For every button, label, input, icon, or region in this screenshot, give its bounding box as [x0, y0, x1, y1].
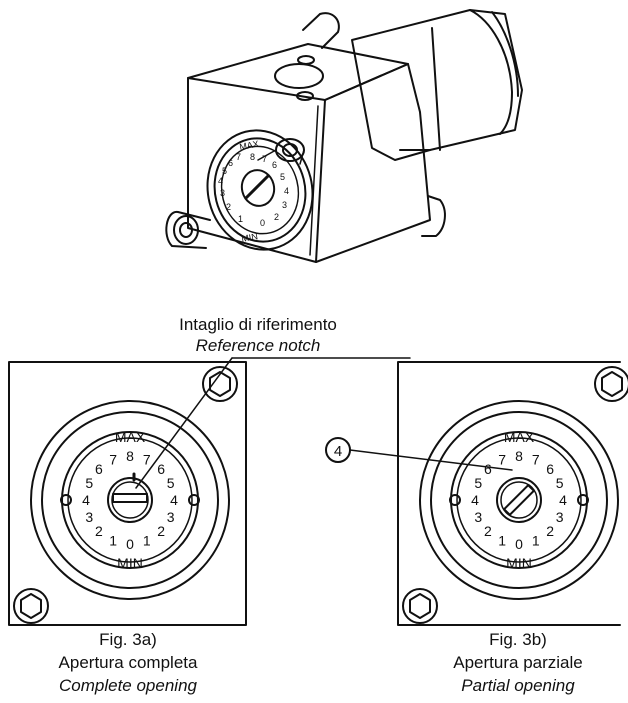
figure-3b: [325, 361, 628, 626]
callout-4-leader: [349, 449, 513, 471]
svg-text:8: 8: [250, 152, 255, 162]
fig3b-knob: [496, 477, 542, 523]
fig3b-scale-number: 3: [474, 509, 482, 525]
svg-text:5: 5: [222, 166, 227, 176]
fig3b-scale-number: 4: [559, 492, 567, 508]
figure-3a: [8, 361, 247, 626]
fig3a-scale-number: 5: [85, 475, 93, 491]
bolt-left: [165, 211, 211, 249]
fig3b-scale-number: 2: [546, 523, 554, 539]
fig3b-scale-number: 1: [498, 533, 506, 549]
iso-dial-knob: [240, 169, 276, 207]
fig3a-scale-number: 5: [167, 475, 175, 491]
fig3b-bolt-top: [594, 366, 628, 402]
fig3a-scale-number: 8: [126, 448, 134, 464]
svg-text:5: 5: [280, 172, 285, 182]
fig3b-min-label: MIN: [506, 555, 532, 571]
svg-text:6: 6: [228, 158, 233, 168]
fig3b-caption-en: Partial opening: [461, 676, 575, 695]
bottom-pin: [421, 195, 446, 237]
fig3b-bolt-bottom: [402, 588, 438, 624]
fig3b-scale-number: 6: [546, 461, 554, 477]
block-side-face: [315, 63, 431, 263]
svg-text:0: 0: [260, 218, 265, 228]
notch-leader-line: [135, 357, 233, 489]
fig3a-slot: [112, 493, 148, 503]
top-port-large: [274, 63, 324, 89]
svg-text:MIN: MIN: [241, 231, 259, 244]
reference-notch-label-en: Reference notch: [195, 336, 321, 355]
fig3b-scale-number: 7: [532, 451, 540, 467]
fig3a-plate: [8, 361, 247, 626]
fig3b-plate: [397, 361, 621, 626]
fig3a-bolt-bottom: [13, 588, 49, 624]
fig3b-scale-number: 6: [484, 461, 492, 477]
svg-text:2: 2: [226, 202, 231, 212]
top-port-small: [296, 91, 314, 101]
actuator-end-curve: [469, 9, 513, 135]
svg-text:1: 1: [238, 214, 243, 224]
fig3a-min-label: MIN: [117, 555, 143, 571]
svg-text:4: 4: [284, 186, 289, 196]
top-pin: [302, 12, 340, 49]
fig3b-scale-number: 2: [484, 523, 492, 539]
reference-notch-label-it: Intaglio di riferimento: [179, 315, 337, 334]
svg-text:3: 3: [282, 200, 287, 210]
fig3b-caption-it: Apertura parziale: [453, 653, 583, 672]
fig3b-scale-number: 5: [474, 475, 482, 491]
block-top-face: [187, 43, 409, 101]
callout-4-number: 4: [334, 443, 342, 460]
fig3a-caption-en: Complete opening: [59, 676, 197, 695]
actuator-housing: [351, 9, 523, 161]
fig3a-scale-number: 0: [126, 536, 134, 552]
fig3b-dial-flange: [419, 400, 619, 600]
fig3a-scale-number: 3: [167, 509, 175, 525]
block-front-face: [187, 77, 326, 263]
fig3a-scale-number: 7: [109, 451, 117, 467]
fig3a-scale-number: 4: [170, 492, 178, 508]
fig3b-scale-number: 8: [515, 448, 523, 464]
fig3a-bolt-top: [202, 366, 238, 402]
fig3a-scale-number: 1: [109, 533, 117, 549]
fig3a-scale-number: 2: [157, 523, 165, 539]
fig3a-scale-number: 7: [143, 451, 151, 467]
fig3a-knob: [107, 477, 153, 523]
fig3a-caption-it: Apertura completa: [58, 653, 198, 672]
fig3b-scale-number: 1: [532, 533, 540, 549]
fig3a-scale-number: 6: [95, 461, 103, 477]
fig3a-scale-number: 1: [143, 533, 151, 549]
fig3a-scale-number: 3: [85, 509, 93, 525]
fig3a-max-label: MAX: [115, 429, 146, 445]
fig3b-slot: [503, 484, 535, 516]
fig3a-dial-flange: [30, 400, 230, 600]
fig3a-scale-number: 2: [95, 523, 103, 539]
fig3b-title: Fig. 3b): [489, 630, 547, 649]
fig3b-scale-number: 5: [556, 475, 564, 491]
fig3b-scale-number: 0: [515, 536, 523, 552]
svg-text:2: 2: [274, 212, 279, 222]
fig3a-title: Fig. 3a): [99, 630, 157, 649]
fig3b-scale-number: 3: [556, 509, 564, 525]
fig3a-scale-number: 6: [157, 461, 165, 477]
iso-dial-outer: [206, 129, 314, 251]
svg-text:4: 4: [218, 176, 223, 186]
fig3b-scale-number: 4: [471, 492, 479, 508]
svg-text:3: 3: [220, 188, 225, 198]
fig3b-max-label: MAX: [504, 429, 535, 445]
svg-text:7: 7: [262, 154, 267, 164]
svg-text:MAX: MAX: [239, 139, 260, 152]
fig3b-scale-number: 7: [498, 451, 506, 467]
fig3a-scale-number: 4: [82, 492, 90, 508]
svg-text:7: 7: [236, 152, 241, 162]
svg-text:6: 6: [272, 160, 277, 170]
